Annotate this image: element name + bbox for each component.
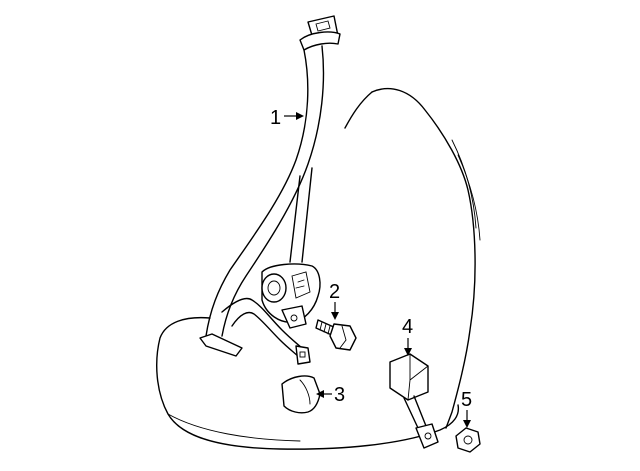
callout-label-2: 2 (329, 281, 340, 303)
callout-2-arrowhead (331, 312, 339, 320)
seat-belt-assembly (199, 15, 341, 365)
callout-4-arrowhead (404, 348, 412, 356)
callout-4: 4 (402, 316, 413, 356)
callout-1: 1 (270, 107, 304, 129)
cover (281, 375, 321, 414)
callout-label-5: 5 (461, 389, 472, 411)
bolt (315, 319, 357, 351)
callout-1-arrowhead (296, 112, 304, 120)
callout-label-3: 3 (334, 384, 345, 406)
callout-label-1: 1 (270, 107, 281, 129)
callout-5-arrowhead (463, 420, 471, 428)
callout-2: 2 (329, 281, 340, 320)
callout-3: 3 (316, 384, 345, 406)
callout-5: 5 (461, 389, 472, 428)
callout-label-4: 4 (402, 316, 413, 338)
buckle (389, 353, 439, 449)
seat-outline (156, 87, 481, 450)
nut (455, 427, 481, 453)
callout-3-arrowhead (316, 390, 324, 398)
